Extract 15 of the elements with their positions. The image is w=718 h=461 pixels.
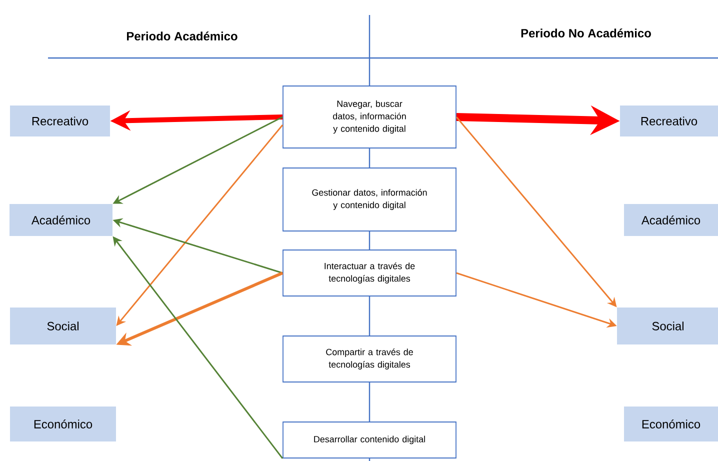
category-box: Económico [624, 406, 718, 442]
category-box: Recreativo [10, 106, 110, 136]
competence-box: Interactuar a través de tecnologías digitales [282, 250, 456, 296]
category-box: Económico [10, 406, 116, 442]
column-heading: Periodo No Académico [521, 28, 651, 38]
category-box: Recreativo [620, 106, 718, 136]
competence-box: Compartir a través de tecnologías digitales [282, 336, 456, 382]
category-box: Académico [624, 204, 718, 236]
category-box: Académico [10, 204, 112, 236]
competence-box: Gestionar datos, información y contenido digital [282, 168, 456, 232]
competence-box: Desarrollar contenido digital [282, 422, 456, 458]
category-box: Social [10, 308, 116, 344]
column-heading: Periodo Académico [127, 32, 238, 40]
category-box: Social [617, 308, 718, 344]
competence-box: Navegar, buscar datos, información y contenido digital [282, 86, 456, 148]
